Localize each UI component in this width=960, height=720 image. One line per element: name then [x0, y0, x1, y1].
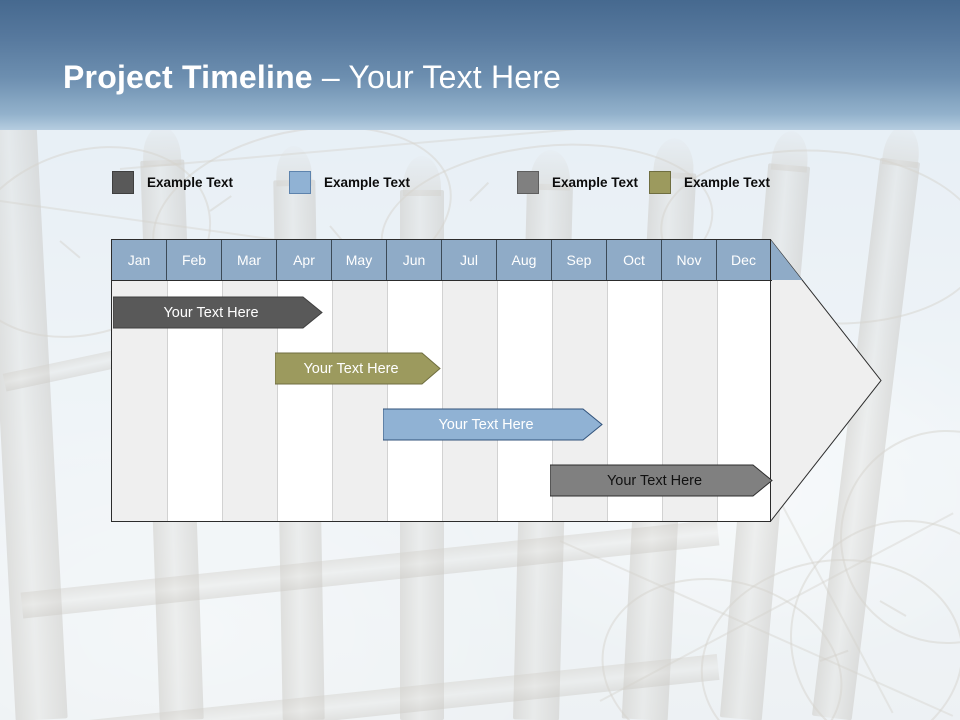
- month-header-label: Jul: [460, 252, 478, 268]
- month-column-aug: [497, 240, 552, 521]
- legend-swatch-icon: [649, 170, 671, 194]
- page-title: Project Timeline – Your Text Here: [63, 59, 561, 96]
- month-header-label: May: [345, 252, 373, 268]
- task-bar-1[interactable]: Your Text Here: [113, 296, 323, 329]
- month-header-label: Sep: [566, 252, 592, 268]
- page-title-rest: – Your Text Here: [321, 59, 562, 95]
- month-header-jun[interactable]: Jun: [387, 240, 442, 280]
- month-header-label: Feb: [181, 252, 207, 268]
- timeline-grid: Jan Feb Mar Apr May Jun Jul Aug Sep Oct …: [111, 239, 773, 522]
- legend-item-1[interactable]: Example Text: [112, 169, 233, 195]
- column-separator: [332, 280, 333, 521]
- month-column-feb: [167, 240, 222, 521]
- month-header-may[interactable]: May: [332, 240, 387, 280]
- page-title-strong: Project Timeline: [63, 59, 322, 95]
- task-bar-4[interactable]: Your Text Here: [550, 464, 773, 497]
- legend-item-4[interactable]: Example Text: [649, 169, 770, 195]
- legend-swatch-icon: [112, 170, 134, 194]
- task-bar-2[interactable]: Your Text Here: [275, 352, 441, 385]
- month-header-label: Aug: [511, 252, 537, 268]
- legend-item-3[interactable]: Example Text: [517, 169, 638, 195]
- column-separator: [662, 280, 663, 521]
- header-underline: [112, 280, 772, 281]
- month-column-jul: [442, 240, 497, 521]
- month-column-mar: [222, 240, 277, 521]
- legend-item-label: Example Text: [684, 174, 771, 190]
- month-header-sep[interactable]: Sep: [552, 240, 607, 280]
- month-header-label: Dec: [731, 252, 756, 268]
- month-header-label: Nov: [676, 252, 702, 268]
- timeline-arrow-head: [769, 237, 882, 524]
- legend-swatch-icon: [289, 170, 311, 194]
- legend-item-label: Example Text: [324, 174, 411, 190]
- month-column-jan: [112, 240, 167, 521]
- legend-item-2[interactable]: Example Text: [289, 169, 410, 195]
- timeline-chart: Jan Feb Mar Apr May Jun Jul Aug Sep Oct …: [111, 239, 773, 522]
- column-separator: [277, 280, 278, 521]
- title-band: Project Timeline – Your Text Here: [0, 0, 960, 130]
- legend-swatch-icon: [517, 170, 539, 194]
- task-bar-3[interactable]: Your Text Here: [383, 408, 603, 441]
- month-header-label: Jan: [127, 252, 151, 268]
- month-header-dec[interactable]: Dec: [717, 240, 770, 280]
- column-separator: [552, 280, 553, 521]
- legend-item-label: Example Text: [147, 174, 234, 190]
- month-header-nov[interactable]: Nov: [662, 240, 717, 280]
- month-header-apr[interactable]: Apr: [277, 240, 332, 280]
- month-header-label: Oct: [623, 252, 645, 268]
- column-separator: [387, 280, 388, 521]
- month-header-label: Jun: [402, 252, 426, 268]
- month-header-label: Mar: [236, 252, 262, 268]
- month-header-mar[interactable]: Mar: [222, 240, 277, 280]
- month-header-aug[interactable]: Aug: [497, 240, 552, 280]
- month-header-jan[interactable]: Jan: [112, 240, 167, 280]
- column-separator: [222, 280, 223, 521]
- column-separator: [167, 280, 168, 521]
- month-header-label: Apr: [293, 252, 315, 268]
- column-separator: [607, 280, 608, 521]
- month-header-feb[interactable]: Feb: [167, 240, 222, 280]
- month-header-jul[interactable]: Jul: [442, 240, 497, 280]
- column-separator: [717, 280, 718, 521]
- column-separator: [497, 280, 498, 521]
- legend-item-label: Example Text: [552, 174, 639, 190]
- legend: Example Text Example Text Example Text E…: [112, 169, 812, 195]
- month-header-oct[interactable]: Oct: [607, 240, 662, 280]
- column-separator: [442, 280, 443, 521]
